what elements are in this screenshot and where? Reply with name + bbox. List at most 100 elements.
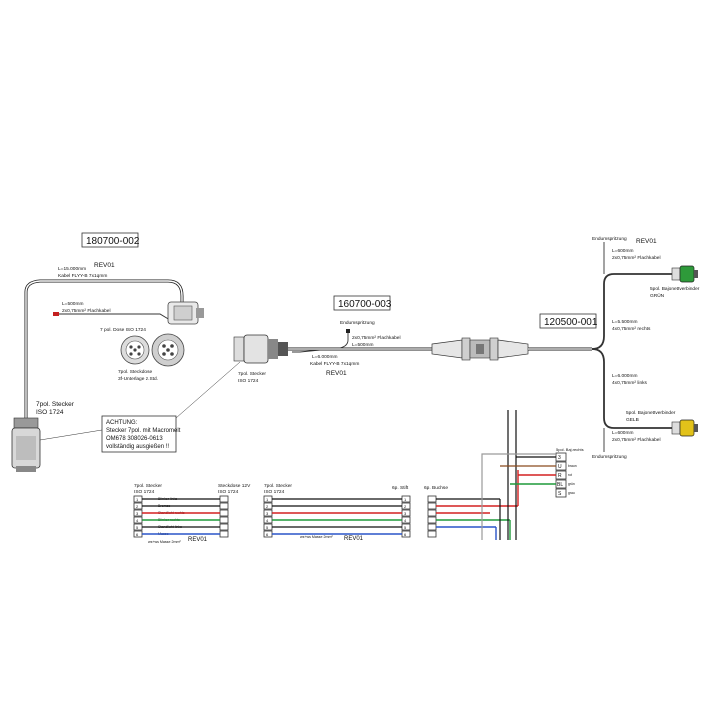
- col1-title-1: 7pol. Stecker: [134, 483, 162, 489]
- c1-pin-1: 1: [136, 497, 139, 502]
- mid-flat-tip: [346, 329, 350, 333]
- right-lower-branch: [591, 348, 672, 429]
- right-upper-branch: [591, 273, 672, 350]
- right-mid-length: L=5.500mm: [612, 319, 637, 325]
- part-number-3: 120500-001: [544, 317, 598, 328]
- rev-label-1: REV01: [94, 262, 115, 269]
- c3-pin-2: 2: [266, 504, 269, 509]
- bayonet-yellow: [671, 419, 698, 437]
- socket-faces: [120, 333, 185, 367]
- c4-pin-5: 5: [404, 525, 407, 530]
- socket-assembly: [167, 301, 204, 325]
- c1-pin-4: 4: [136, 518, 139, 523]
- mid-endurance-label: Endumspritzung: [340, 320, 375, 326]
- warning-line-3: OM678 308026-0613: [106, 436, 163, 442]
- mid-cable-type: Kabel FLYY-B 7x1qmm: [310, 361, 359, 367]
- small-flat-type: 2x0,75mm² Flachkabel: [62, 308, 111, 314]
- c3-pin-5: 5: [266, 525, 269, 530]
- bay-pin-1: 3: [558, 455, 561, 461]
- mass-label-2: ws+ws Masse 2mm²: [300, 535, 333, 539]
- c4-pin-6: 6: [404, 532, 407, 537]
- small-flat-length: L=500mm: [62, 301, 83, 307]
- warning-box: [101, 415, 177, 453]
- main-cable-length: L=15.000mm: [58, 266, 86, 272]
- c3-pin-1: 1: [266, 497, 269, 502]
- warning-leader-left: [39, 429, 103, 441]
- col4-title: 6p. Stift: [392, 485, 409, 491]
- rev-label-3: REV01: [636, 238, 657, 245]
- bayonet-yellow-label-1: 5pol. Bajonettverbinder: [626, 410, 676, 416]
- mass-label-1: ws+ws Masse 2mm²: [148, 540, 181, 544]
- right-endurance-bottom: Endumspritzung: [592, 454, 627, 460]
- mid-flat-type: 2x0,75mm² Flachkabel: [352, 335, 401, 341]
- bay-label-3: rot: [568, 473, 572, 477]
- small-flat-cable-tip: [53, 312, 59, 316]
- c1-pin-5: 5: [136, 525, 139, 530]
- bay-label-4: grün: [568, 482, 575, 486]
- part-number-box-1: [81, 232, 139, 248]
- right-connector-title: 5pol. Baj.rechts: [556, 447, 584, 452]
- rev-label-4: REV01: [188, 537, 208, 543]
- socket-bottom-label-1: 7pol. Steckdose: [118, 369, 152, 375]
- c1-pin-6: 6: [136, 532, 139, 537]
- col3-title-1: 7pol. Stecker: [264, 483, 292, 489]
- small-flat-cable: [58, 313, 171, 321]
- schematic: 7pol. Stecker ISO 1724 Steckdose 12V ISO…: [133, 410, 584, 544]
- inline-connector: [431, 337, 529, 361]
- mid-plug-label-2: ISO 1724: [238, 378, 259, 384]
- col5-title: 6p. Buchse: [424, 485, 448, 491]
- c4-pin-1: 1: [404, 497, 407, 502]
- col2-title-2: ISO 1724: [218, 489, 239, 495]
- mid-plug: [233, 334, 288, 364]
- right-low-type: 4x0,75mm² links: [612, 380, 648, 386]
- c4-pin-3: 3: [404, 511, 407, 516]
- right-top-length: L=600mm: [612, 248, 633, 254]
- left-plug-label-1: 7pol. Stecker: [36, 401, 75, 408]
- warning-line-2: Stecker 7pol. mit Macromelt: [106, 428, 181, 434]
- mid-cable-length: L=6.000mm: [312, 354, 337, 360]
- main-cable-type: Kabel FLYY-B 7x1qmm: [58, 273, 107, 279]
- c3-pin-3: 3: [266, 511, 269, 516]
- part-number-box-2: [333, 295, 391, 311]
- left-plug-label-2: ISO 1724: [36, 409, 64, 416]
- part-number-box-3: [539, 313, 597, 329]
- bayonet-yellow-label-2: GELB: [626, 417, 639, 423]
- right-bottom-type: 2x0,75mm² Flachkabel: [612, 437, 661, 443]
- bayonet-green-label-1: 5pol. Bajonettverbinder: [650, 286, 700, 292]
- mid-plug-label-1: 7pol. Stecker: [238, 371, 266, 377]
- part-number-1: 180700-002: [86, 236, 140, 247]
- col2-title-1: Steckdose 12V: [218, 483, 251, 489]
- col3-title-2: ISO 1724: [264, 489, 285, 495]
- main-cable-inner: [25, 280, 183, 420]
- bay-pin-4: BL: [557, 482, 563, 488]
- right-bottom-length: L=600mm: [612, 430, 633, 436]
- bay-pin-5: S: [558, 491, 562, 497]
- warning-leader-right: [175, 361, 241, 419]
- bayonet-green: [671, 265, 698, 283]
- rev-label-5: REV01: [344, 536, 364, 542]
- col1-title-2: ISO 1724: [134, 489, 155, 495]
- warning-line-1: ACHTUNG:: [106, 420, 138, 426]
- right-low-length: L=6.000mm: [612, 373, 637, 379]
- socket-top-label: 7 pol. Dose ISO 1724: [100, 327, 146, 333]
- c4-pin-4: 4: [404, 518, 407, 523]
- warning-line-4: vollständig ausgießen !!: [106, 444, 169, 450]
- mid-flat-length: L=500mm: [352, 342, 373, 348]
- c3-pin-6: 6: [266, 532, 269, 537]
- bay-pin-3: R: [558, 473, 562, 479]
- bay-label-2: braun: [568, 464, 577, 468]
- socket-bottom-label-2: 3f-Unterlage z.Std.: [118, 376, 158, 382]
- c1-pin-3: 3: [136, 511, 139, 516]
- left-plug: [11, 417, 41, 472]
- rev-label-2: REV01: [326, 370, 347, 377]
- part-number-2: 160700-003: [338, 299, 392, 310]
- bay-label-5: grau: [568, 491, 575, 495]
- right-endurance-top: Endumspritzung: [592, 236, 627, 242]
- right-top-type: 2x0,75mm² Flachkabel: [612, 255, 661, 261]
- c3-pin-4: 4: [266, 518, 269, 523]
- right-mid-type: 4x0,75mm² rechts: [612, 326, 651, 332]
- bay-pin-2: U: [558, 464, 562, 470]
- bayonet-green-label-2: GRÜN: [650, 292, 665, 299]
